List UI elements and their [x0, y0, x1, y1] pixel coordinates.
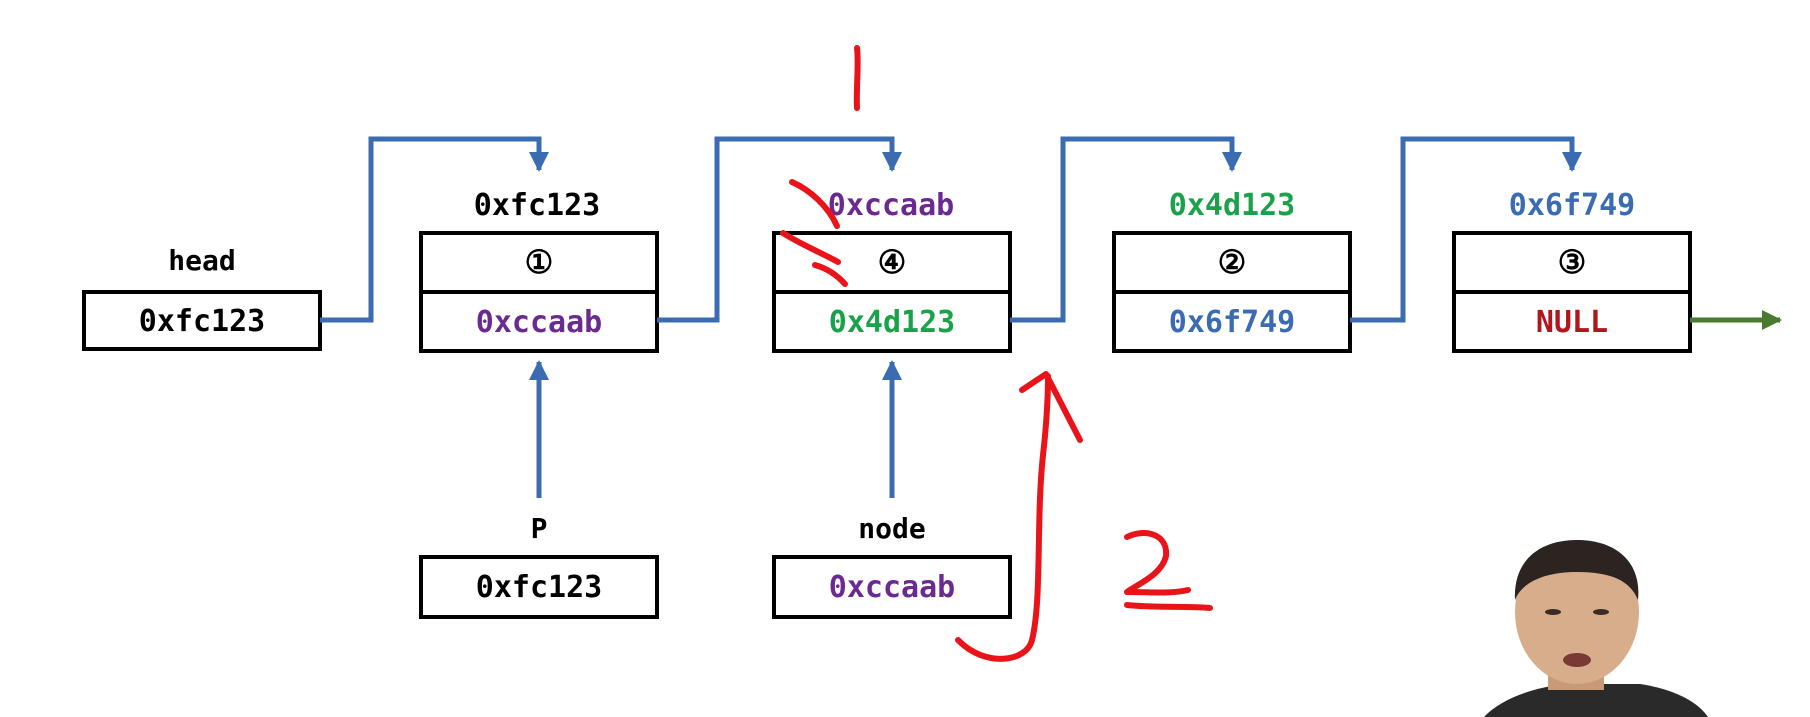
node-1-data: ① [525, 243, 554, 281]
node-4-next: NULL [1536, 305, 1608, 340]
node-2-data: ④ [878, 243, 907, 281]
node-3-to-node-4-arrow [1350, 136, 1582, 323]
node-pointer-box [772, 555, 1012, 619]
node-label: node [858, 512, 925, 545]
list-node-3: 0x4d123 ② 0x6f749 [1112, 188, 1352, 353]
annotation-cross-3 [812, 262, 848, 287]
presenter-mouth [1563, 653, 1591, 667]
list-node-2: 0xccaab ④ 0x4d123 [772, 188, 1012, 353]
annotation-curve-arrow [955, 373, 1051, 662]
list-node-4: 0x6f749 ③ NULL [1452, 188, 1692, 353]
node-3-data: ② [1218, 243, 1247, 281]
presenter-eye-right [1593, 609, 1609, 615]
annotation-arrowhead [1019, 371, 1083, 443]
node-1-to-node-2-arrow [657, 136, 902, 323]
node-4-address: 0x6f749 [1509, 188, 1635, 223]
node-pointer: node 0xccaab [772, 512, 1012, 619]
head-box [82, 290, 322, 351]
node-1-address: 0xfc123 [474, 188, 600, 223]
node-3-next: 0x6f749 [1169, 305, 1295, 340]
p-value: 0xfc123 [476, 570, 602, 605]
node-pointer-value: 0xccaab [829, 570, 955, 605]
node-2-next: 0x4d123 [829, 305, 955, 340]
presenter-avatar [1484, 540, 1708, 717]
presenter-hair [1514, 540, 1639, 600]
presenter-shoulders [1484, 684, 1708, 717]
head-to-node-1-arrow [320, 136, 549, 323]
node-2-address: 0xccaab [828, 188, 954, 223]
p-label: P [531, 512, 548, 545]
node-3-address: 0x4d123 [1169, 188, 1295, 223]
annotation-step-2 [1124, 530, 1213, 611]
node-2-to-node-3-arrow [1010, 136, 1242, 323]
head-label: head [168, 244, 235, 277]
p-box [419, 555, 659, 619]
node-1-next: 0xccaab [476, 305, 602, 340]
annotation-cross-2 [780, 230, 841, 265]
annotation-cross-1 [789, 179, 840, 229]
node-4-data: ③ [1558, 243, 1587, 281]
p-pointer: P 0xfc123 [419, 512, 659, 619]
head-pointer: head 0xfc123 [82, 244, 322, 351]
handwritten-annotations [780, 45, 1213, 662]
presenter-eye-left [1545, 609, 1561, 615]
list-node-1: 0xfc123 ① 0xccaab [419, 188, 659, 353]
presenter-face [1515, 540, 1639, 684]
annotation-step-1 [853, 45, 861, 111]
head-value: 0xfc123 [139, 304, 265, 339]
